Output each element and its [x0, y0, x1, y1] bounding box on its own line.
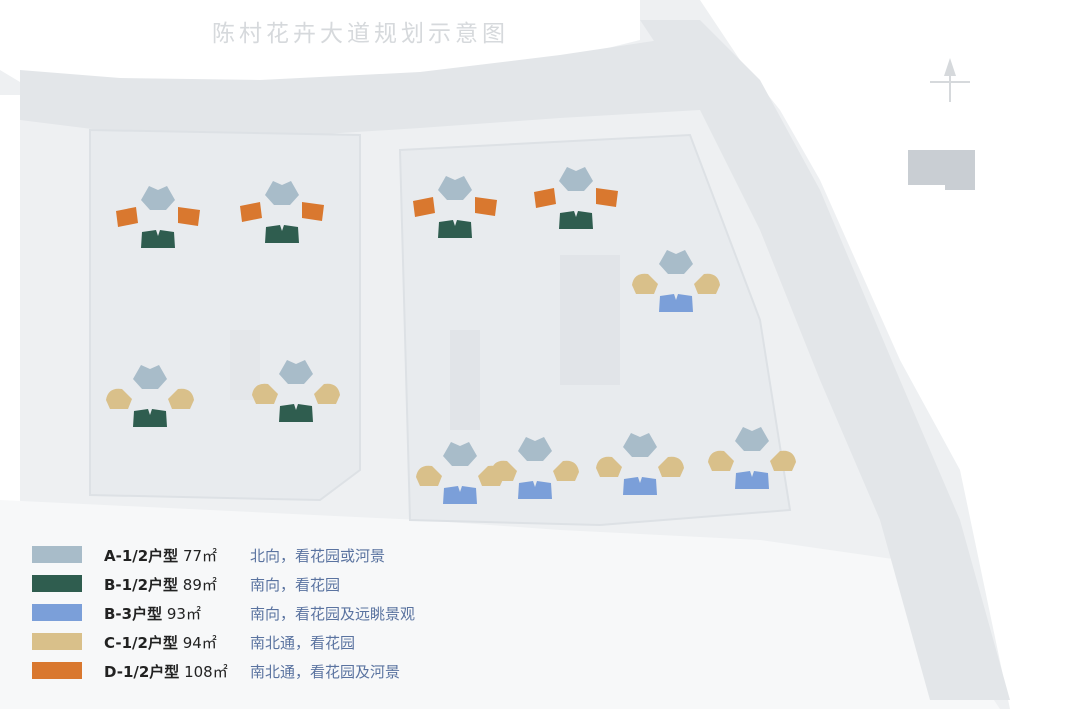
unit-a — [265, 181, 299, 205]
unit-c — [491, 460, 517, 481]
legend-type: A-1/2户型 77㎡ — [104, 547, 218, 565]
unit-a — [518, 437, 552, 461]
unit-c — [252, 383, 278, 404]
unit-c — [596, 456, 622, 477]
unit-b3 — [623, 477, 657, 495]
east-open-area — [700, 0, 1080, 709]
swatch-b12 — [32, 575, 82, 592]
unit-c — [106, 388, 132, 409]
unit-b12 — [141, 230, 175, 248]
legend-type: B-3户型 93㎡ — [104, 605, 201, 623]
swatch-a — [32, 546, 82, 563]
unit-b3 — [735, 471, 769, 489]
unit-d — [534, 188, 556, 208]
unit-a — [659, 250, 693, 274]
legend-desc: 南北通，看花园 — [250, 634, 356, 652]
unit-a — [443, 442, 477, 466]
unit-b12 — [559, 211, 593, 229]
legend-desc: 南向，看花园及远眺景观 — [250, 605, 416, 623]
east-road — [640, 20, 1010, 700]
swatch-b3 — [32, 604, 82, 621]
unit-b3 — [518, 481, 552, 499]
unit-c — [416, 465, 442, 486]
unit-c — [553, 460, 579, 481]
unit-d — [178, 207, 200, 226]
unit-c — [168, 388, 194, 409]
unit-d — [413, 197, 435, 217]
north-arrow-icon — [930, 58, 970, 102]
central-building — [560, 255, 620, 385]
map-title: 陈村花卉大道规划示意图 — [212, 21, 509, 47]
swatch-d — [32, 662, 82, 679]
existing-building — [908, 150, 975, 190]
unit-b12 — [438, 220, 472, 238]
unit-c — [770, 450, 796, 471]
unit-b12 — [265, 225, 299, 243]
unit-d — [240, 202, 262, 222]
unit-d — [116, 207, 138, 227]
legend-desc: 南北通，看花园及河景 — [250, 663, 401, 681]
unit-a — [133, 365, 167, 389]
swatch-c — [32, 633, 82, 650]
legend-type: B-1/2户型 89㎡ — [104, 576, 217, 594]
unit-b12 — [279, 404, 313, 422]
unit-c — [658, 456, 684, 477]
legend-desc: 北向，看花园或河景 — [250, 547, 386, 565]
west-block — [89, 128, 361, 502]
legend-type: D-1/2户型 108㎡ — [104, 663, 228, 681]
legend-type: C-1/2户型 94㎡ — [104, 634, 217, 652]
block-structure-1 — [450, 330, 480, 430]
unit-c — [708, 450, 734, 471]
unit-a — [559, 167, 593, 191]
unit-d — [596, 188, 618, 207]
unit-d — [475, 197, 497, 216]
unit-a — [141, 186, 175, 210]
unit-b3 — [443, 486, 477, 504]
unit-d — [302, 202, 324, 221]
unit-a — [623, 433, 657, 457]
residential-towers — [106, 167, 796, 504]
unit-a — [279, 360, 313, 384]
south-area — [0, 500, 1000, 709]
unit-c — [694, 273, 720, 294]
unit-c — [632, 273, 658, 294]
unit-c — [314, 383, 340, 404]
unit-b12 — [133, 409, 167, 427]
unit-a — [438, 176, 472, 200]
legend-desc: 南向，看花园 — [250, 576, 341, 594]
unit-a — [735, 427, 769, 451]
north-road — [20, 40, 720, 138]
unit-b3 — [659, 294, 693, 312]
